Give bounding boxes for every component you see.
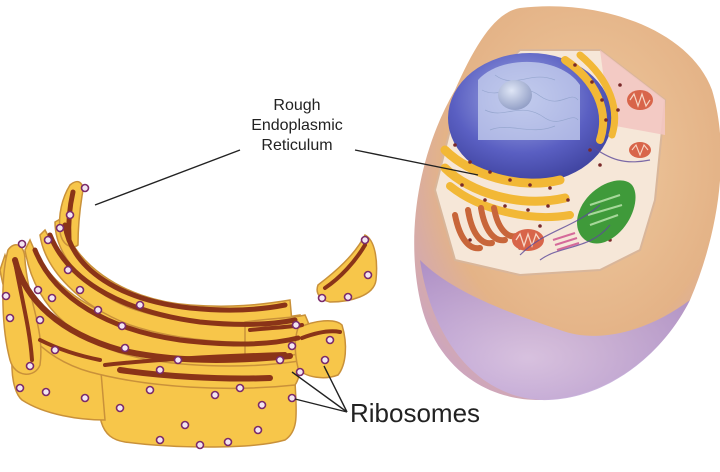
leader-lines (94, 149, 479, 413)
ribosomes (1, 183, 373, 450)
rough-er-label: Rough Endoplasmic Reticulum (232, 96, 362, 156)
rough-er-enlarged (0, 180, 378, 450)
cell-ribosome-dots (453, 63, 622, 250)
chloroplast (577, 180, 636, 244)
rough-er-leader-left (94, 149, 241, 206)
mitochondrion-2 (627, 90, 653, 110)
golgi-apparatus (452, 205, 519, 252)
cytoskeleton (519, 144, 651, 261)
cell (414, 6, 720, 401)
rough-er-label-line-2: Endoplasmic (251, 117, 343, 134)
ribosome-leader-2 (323, 365, 348, 413)
nucleolus (498, 80, 532, 110)
chromatin (481, 74, 579, 131)
cell-rough-er (440, 51, 619, 221)
centriole (552, 232, 580, 251)
mitochondrion-1 (512, 229, 544, 251)
rough-er-label-line-3: Reticulum (261, 137, 333, 154)
mitochondrion-3 (629, 142, 651, 158)
cell-membrane-bottom (420, 260, 690, 401)
ribosome-leader-1 (291, 371, 348, 413)
rough-er-label-line-1: Rough (273, 97, 321, 114)
ribosomes-label: Ribosomes (350, 398, 481, 428)
ribosome-leader-3 (294, 398, 348, 413)
er-lumen (12, 189, 367, 382)
rough-er-leader-right (354, 149, 479, 176)
